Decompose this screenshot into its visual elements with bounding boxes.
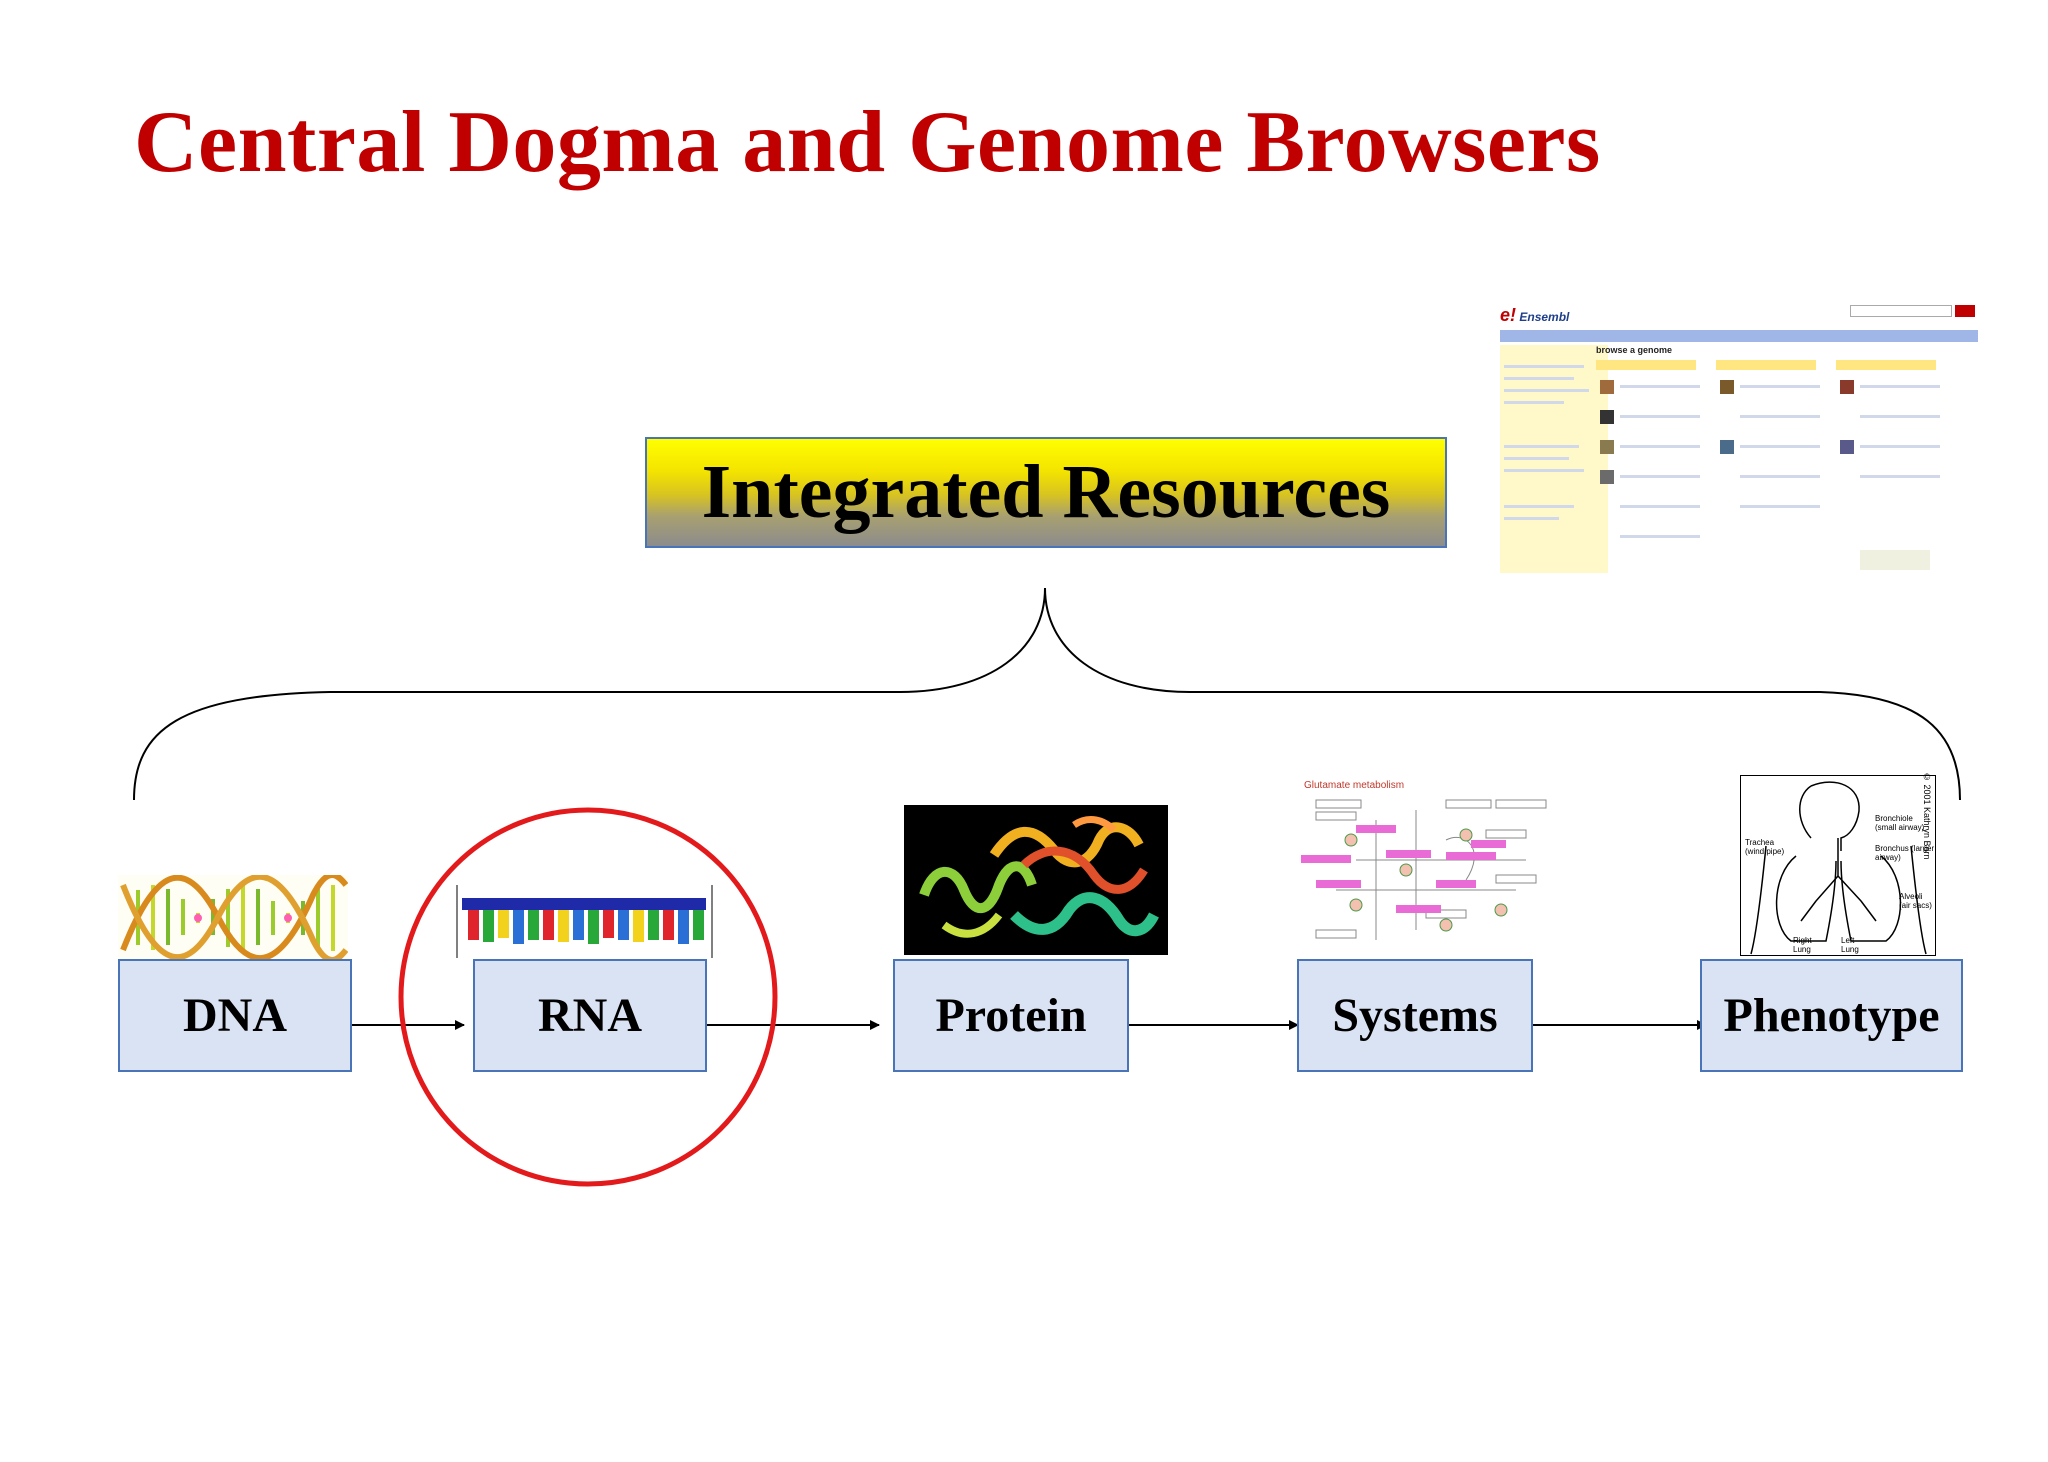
systems-box: Systems (1297, 959, 1533, 1072)
phenotype-image-credit: © 2001 Kathryn Born (1922, 772, 1932, 860)
dna-box: DNA (118, 959, 352, 1072)
page-title: Central Dogma and Genome Browsers (134, 94, 1601, 191)
integrated-resources-label: Integrated Resources (701, 450, 1391, 534)
ensembl-heading: browse a genome (1596, 345, 1673, 355)
ensembl-screenshot-image: e! Ensembl browse a genome (1480, 295, 1980, 575)
rna-label: RNA (538, 989, 642, 1042)
systems-label: Systems (1332, 989, 1498, 1042)
alveoli-label: Alveoli (air sacs) (1899, 892, 1932, 910)
ensembl-logo: e! Ensembl (1500, 305, 1570, 325)
curly-brace (133, 587, 1961, 801)
rna-strand-image (456, 880, 713, 960)
bronchiole-label: Bronchiole (small airway) (1875, 814, 1925, 832)
phenotype-lungs-image: Bronchiole (small airway) Bronchus (larg… (1740, 775, 1936, 956)
right-lung-label: Right Lung (1793, 936, 1812, 954)
trachea-label: Trachea (wind pipe) (1745, 838, 1785, 856)
integrated-resources-box: Integrated Resources (645, 437, 1447, 548)
protein-box: Protein (893, 959, 1129, 1072)
phenotype-box: Phenotype (1700, 959, 1963, 1072)
protein-label: Protein (935, 989, 1087, 1042)
systems-pathway-caption: Glutamate metabolism (1304, 780, 1405, 791)
phenotype-label: Phenotype (1723, 989, 1940, 1042)
dna-helix-image (118, 875, 348, 960)
bronchus-label: Bronchus (larger airway) (1875, 844, 1935, 862)
protein-structure-image (904, 805, 1168, 955)
rna-highlight-circle (398, 807, 778, 1187)
systems-pathway-image: Glutamate metabolism (1296, 780, 1558, 960)
left-lung-label: Left Lung (1841, 936, 1859, 954)
rna-box: RNA (473, 959, 707, 1072)
dna-label: DNA (183, 989, 287, 1042)
